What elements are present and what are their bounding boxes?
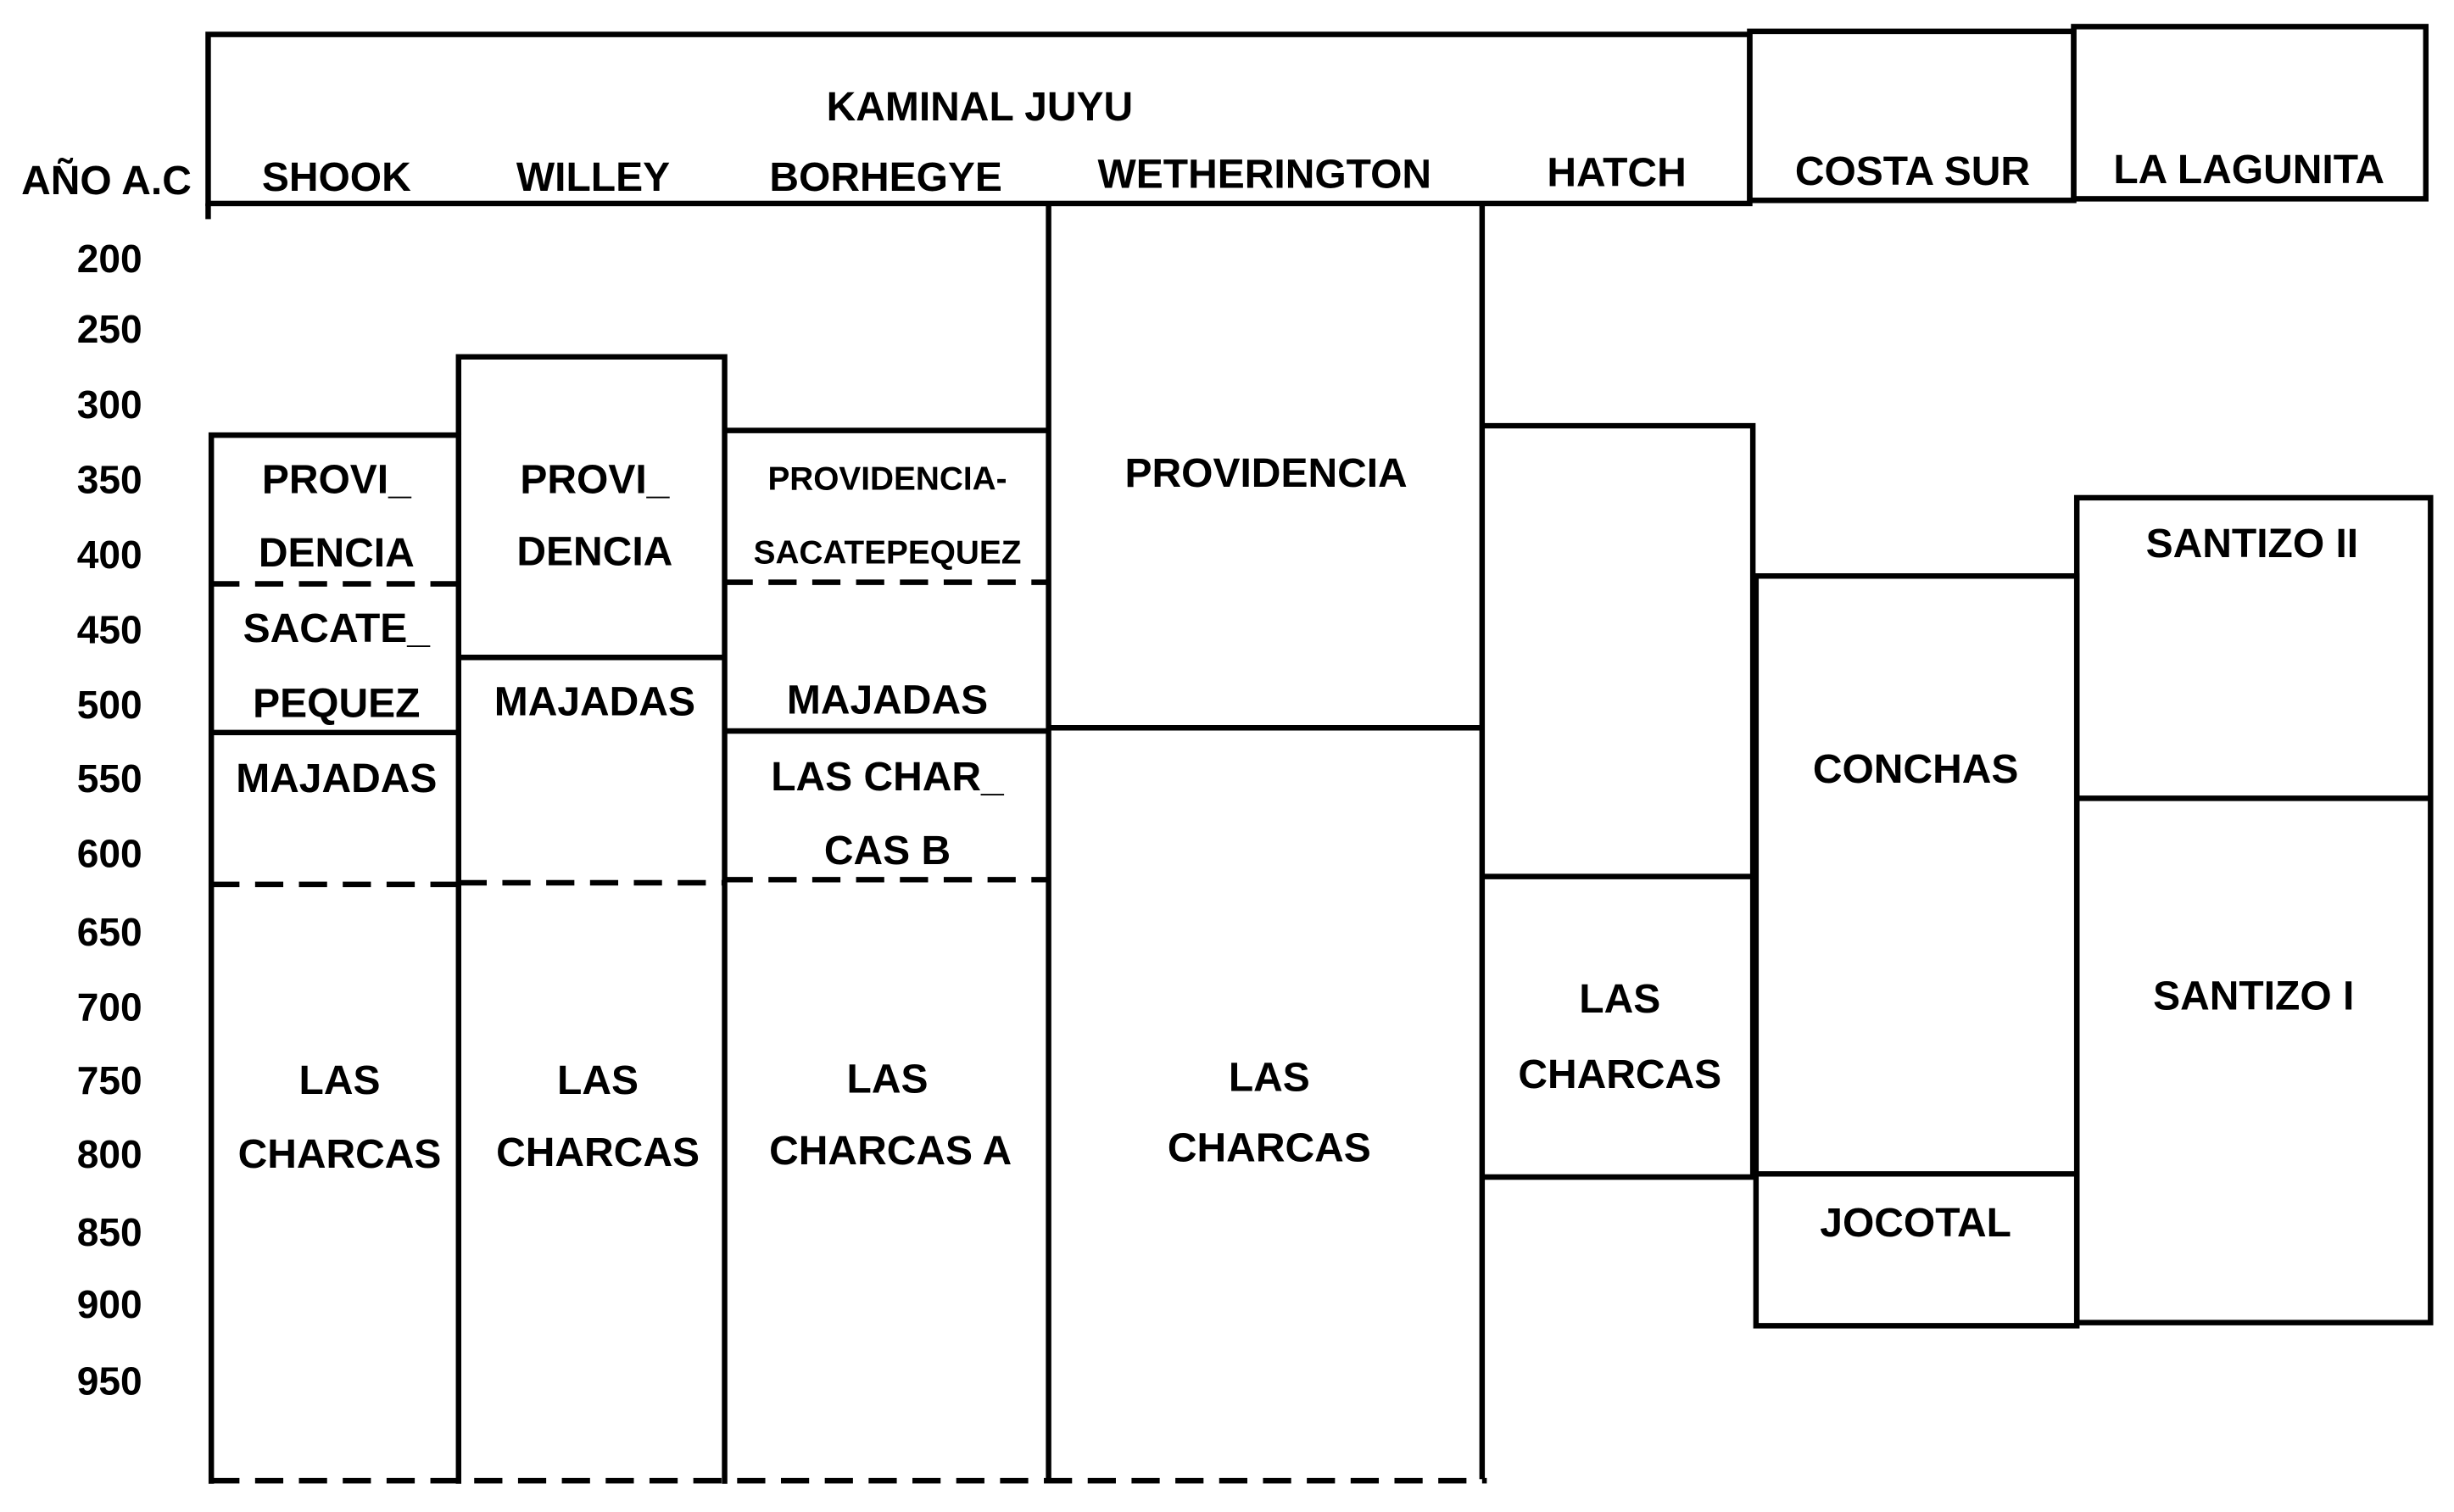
year-label: 600: [77, 832, 142, 876]
column-shook: PROVI_ DENCIA SACATE_ PEQUEZ MAJADAS LAS…: [208, 432, 462, 1484]
year-label: 750: [77, 1058, 142, 1102]
year-label: 350: [77, 457, 142, 501]
year-label: 850: [77, 1210, 142, 1254]
header-box-la-lagunita: [2071, 24, 2429, 202]
phase-label: DENCIA: [516, 529, 672, 574]
column-header-borhegye: BORHEGYE: [769, 155, 1002, 200]
column-wetherington: PROVIDENCIA LAS CHARCAS: [1046, 203, 1486, 1480]
phase-label: CHARCAS: [1518, 1052, 1721, 1097]
phase-label: CHARCAS: [496, 1130, 700, 1175]
year-label: 650: [77, 910, 142, 954]
column-header-shook: SHOOK: [262, 155, 411, 200]
column-header-willey: WILLEY: [516, 155, 670, 200]
column-header-la-lagunita: LA LAGUNITA: [2113, 148, 2384, 192]
year-label: 400: [77, 533, 142, 577]
phase-label: LAS: [299, 1058, 381, 1103]
phase-label: PROVI_: [520, 457, 670, 502]
phase-label: LAS: [1229, 1055, 1310, 1100]
year-label: 700: [77, 985, 142, 1029]
phase-label: MAJADAS: [236, 756, 437, 801]
year-label: 250: [77, 307, 142, 351]
header: AÑO A.C KAMINAL JUYU SHOOK WILLEY BORHEG…: [21, 24, 2429, 220]
year-label: 300: [77, 382, 142, 427]
phase-label: LAS: [1579, 977, 1660, 1022]
phase-label: JOCOTAL: [1820, 1201, 2011, 1246]
axis-label: AÑO A.C: [21, 157, 192, 204]
phase-label: SACATE_: [243, 606, 432, 651]
phase-label: DENCIA: [259, 531, 415, 576]
phase-label: CHARCAS: [238, 1132, 442, 1177]
column-willey: PROVI_ DENCIA MAJADAS LAS CHARCAS: [455, 354, 728, 1484]
year-label: 800: [77, 1132, 142, 1176]
phase-label: PROVI_: [262, 457, 412, 502]
phase-label: SANTIZO II: [2146, 522, 2359, 566]
column-hatch: LAS CHARCAS: [1481, 422, 1756, 1180]
phase-label: CHARCAS A: [769, 1129, 1012, 1174]
phase-label: SANTIZO I: [2153, 974, 2354, 1019]
phase-label: LAS CHAR_: [771, 755, 1005, 800]
year-label: 550: [77, 756, 142, 801]
column-header-wetherington: WETHERINGTON: [1098, 152, 1432, 197]
year-label-clipped: 1000: [66, 1436, 153, 1480]
year-label: 950: [77, 1359, 142, 1403]
year-label: 450: [77, 608, 142, 652]
phase-label: CAS B: [824, 829, 951, 873]
column-header-hatch: HATCH: [1547, 151, 1686, 196]
column-costa-sur: CONCHAS JOCOTAL: [1753, 573, 2080, 1329]
phase-label: CONCHAS: [1813, 747, 2019, 792]
year-label: 200: [77, 237, 142, 281]
column-header-costa-sur: COSTA SUR: [1795, 149, 2030, 194]
phase-label: MAJADAS: [494, 680, 695, 725]
phase-label: SACATEPEQUEZ: [754, 534, 1022, 571]
phase-label: MAJADAS: [787, 678, 988, 723]
year-label: 500: [77, 683, 142, 727]
phase-label: CHARCAS: [1168, 1126, 1371, 1171]
year-label: 900: [77, 1282, 142, 1326]
phase-label: PROVIDENCIA: [1125, 451, 1408, 496]
phase-label: PROVIDENCIA-: [767, 461, 1007, 498]
year-axis: 200 250 300 350 400 450 500 550 600 650 …: [66, 237, 153, 1480]
column-borhegye: PROVIDENCIA- SACATEPEQUEZ MAJADAS LAS CH…: [724, 427, 1049, 1174]
phase-label: PEQUEZ: [253, 681, 420, 726]
phase-label: LAS: [847, 1057, 929, 1102]
group-label-kaminal-juyu: KAMINAL JUYU: [827, 85, 1134, 130]
phase-label: LAS: [557, 1058, 639, 1103]
column-la-lagunita: SANTIZO II SANTIZO I: [2073, 494, 2434, 1325]
